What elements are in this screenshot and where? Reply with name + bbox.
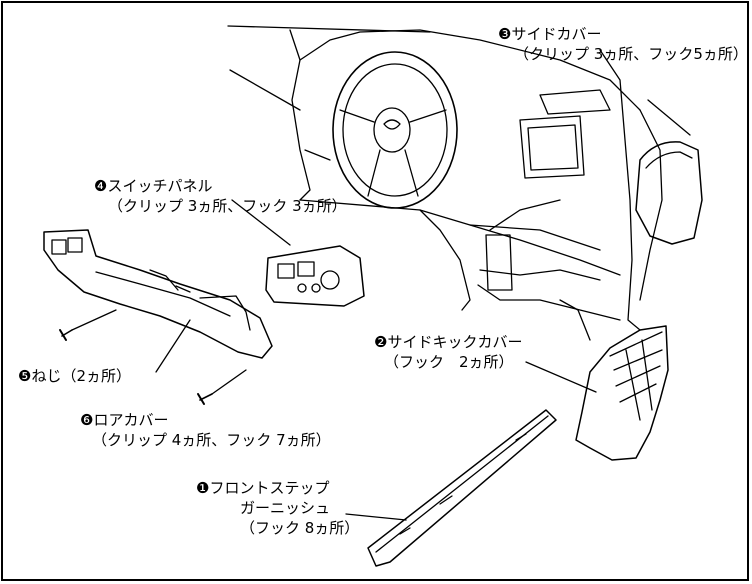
side-kick-cover-detail: （フック 2ヵ所）: [384, 353, 514, 371]
switch-panel-part: [231, 199, 365, 307]
side-kick-cover-part: [525, 325, 669, 461]
front-step-title2: ガーニッシュ: [240, 499, 331, 517]
dashboard-drawing: [227, 25, 663, 341]
front-step-garnish-part: [345, 409, 557, 567]
switch-panel-label: ❹スイッチパネル （クリップ 3ヵ所、フック 3ヵ所）: [94, 176, 347, 216]
front-step-label: ❶フロントステップ ガーニッシュ （フック 8ヵ所）: [196, 478, 359, 538]
screw-title: ❺ねじ（2ヵ所）: [18, 367, 131, 385]
front-step-title: ❶フロントステップ: [196, 479, 330, 497]
lower-cover-title: ❻ロアカバー: [80, 411, 169, 429]
side-kick-cover-label: ❷サイドキックカバー （フック 2ヵ所）: [374, 332, 522, 372]
lower-cover-detail: （クリップ 4ヵ所、フック 7ヵ所）: [92, 431, 331, 449]
lower-cover-part: [43, 229, 273, 359]
side-kick-cover-title: ❷サイドキックカバー: [374, 333, 523, 351]
switch-panel-title: ❹スイッチパネル: [94, 177, 213, 195]
front-step-detail: （フック 8ヵ所）: [240, 519, 360, 537]
side-cover-detail: （クリップ 3ヵ所、フック5ヵ所）: [514, 45, 748, 63]
side-cover-part: [635, 99, 703, 245]
screw-label: ❺ねじ（2ヵ所）: [18, 366, 131, 386]
switch-panel-detail: （クリップ 3ヵ所、フック 3ヵ所）: [108, 197, 347, 215]
screw-parts: [59, 309, 247, 405]
side-cover-label: ❸サイドカバー （クリップ 3ヵ所、フック5ヵ所）: [498, 24, 748, 64]
side-cover-title: ❸サイドカバー: [498, 25, 602, 43]
lower-cover-label: ❻ロアカバー （クリップ 4ヵ所、フック 7ヵ所）: [80, 410, 331, 450]
